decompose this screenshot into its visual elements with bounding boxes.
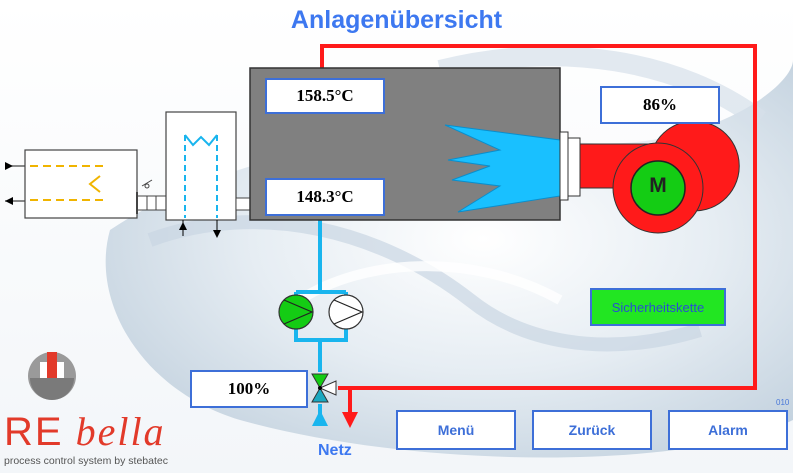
pump-icon <box>328 294 364 330</box>
alarm-button[interactable]: Alarm <box>668 410 788 450</box>
menu-button[interactable]: Menü <box>396 410 516 450</box>
pump-icon <box>278 294 314 330</box>
heat-exchanger-unit <box>24 149 138 219</box>
three-way-valve-icon <box>311 373 337 403</box>
logo-re: RE <box>4 410 64 454</box>
heat-exchanger-icon <box>165 111 237 221</box>
logo-icon <box>28 352 76 400</box>
motor-icon <box>630 160 686 216</box>
inlet-label: Netz <box>318 442 352 459</box>
page-title: Anlagenübersicht <box>290 6 503 34</box>
safety-chain-button[interactable]: Sicherheitskette <box>590 288 726 326</box>
hot-pipe <box>320 44 757 390</box>
upper-temperature-display: 158.5°C <box>265 78 385 114</box>
logo-bella: bella <box>75 409 166 454</box>
valve-position-display: 100% <box>190 370 308 408</box>
logo-tagline: process control system by stebatec <box>4 455 168 467</box>
burner-power-display: 86% <box>600 86 720 124</box>
logo-wordmark: RE bella <box>4 408 166 455</box>
screen-code: 010 <box>776 398 790 407</box>
lower-temperature-display: 148.3°C <box>265 178 385 216</box>
back-button[interactable]: Zurück <box>532 410 652 450</box>
motor-label: M <box>649 174 667 197</box>
